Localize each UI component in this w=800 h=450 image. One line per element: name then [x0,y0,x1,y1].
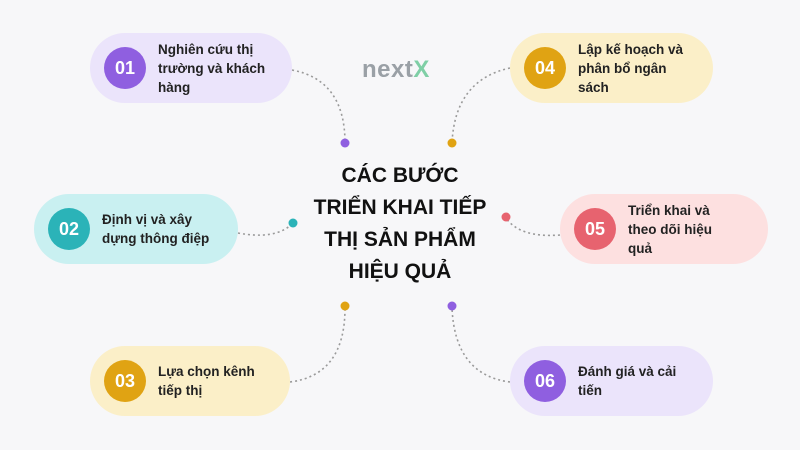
step-label: Triển khai và theo dõi hiệu quả [628,201,712,258]
connector-dot-4 [447,138,457,148]
step-label: Lựa chọn kênh tiếp thị [158,362,255,400]
title-line: CÁC BƯỚC [341,164,459,187]
connector-dot-2 [288,218,298,228]
step-label: Nghiên cứu thị trường và khách hàng [158,40,265,97]
step-label: Đánh giá và cải tiến [578,362,676,400]
connector-1 [291,69,346,144]
connector-dot-3 [340,301,350,311]
title-line: TRIỂN KHAI TIẾP [313,196,487,219]
step-label-line: Đánh giá và cải [578,364,677,379]
step-card-04: 04 Lập kế hoạch và phân bổ ngân sách [510,33,713,103]
connector-dot-5 [501,212,511,222]
step-label-line: Nghiên cứu thị [158,41,254,57]
connector-dot-6 [447,301,457,311]
step-label-line: Triển khai và [628,202,710,218]
step-card-01: 01 Nghiên cứu thị trường và khách hàng [90,33,292,103]
step-card-06: 06 Đánh giá và cải tiến [510,346,713,416]
step-label-line: dựng thông điệp [102,231,210,246]
step-number-badge: 02 [48,208,90,250]
step-label-line: tiếp thị [158,383,203,398]
title-line: THỊ SẢN PHẨM [324,228,476,251]
connector-5 [505,217,561,237]
step-card-03: 03 Lựa chọn kênh tiếp thị [90,346,290,416]
step-label-line: sách [578,79,609,95]
step-number-badge: 03 [104,360,146,402]
step-label-line: tiến [578,383,603,398]
title-line: HIỆU QUẢ [348,260,452,283]
step-label-line: Lập kế hoạch và [578,41,684,57]
step-label-line: Định vị và xây [102,212,193,227]
step-label: Lập kế hoạch và phân bổ ngân sách [578,40,683,97]
step-label: Định vị và xây dựng thông điệp [102,210,209,248]
step-label-line: theo dõi hiệu [628,221,712,237]
step-label-line: hàng [158,79,191,95]
brand-accent: X [413,56,430,83]
step-label-line: trường và khách [158,60,266,76]
step-number-badge: 05 [574,208,616,250]
connector-2 [237,223,293,236]
connector-3 [289,307,346,383]
brand-name: next [362,56,414,83]
step-label-line: phân bổ ngân [578,60,667,76]
step-label-line: Lựa chọn kênh [158,364,255,379]
step-number-badge: 06 [524,360,566,402]
connector-dot-1 [340,138,350,148]
step-label-line: quả [628,240,653,256]
step-number-badge: 01 [104,47,146,89]
connector-4 [451,67,511,144]
connector-6 [451,307,511,383]
step-number-badge: 04 [524,47,566,89]
step-card-02: 02 Định vị và xây dựng thông điệp [34,194,238,264]
diagram-title: CÁC BƯỚC TRIỂN KHAI TIẾP THỊ SẢN PHẨM HI… [295,160,505,288]
brand-logo: nextX [362,56,430,84]
step-card-05: 05 Triển khai và theo dõi hiệu quả [560,194,768,264]
